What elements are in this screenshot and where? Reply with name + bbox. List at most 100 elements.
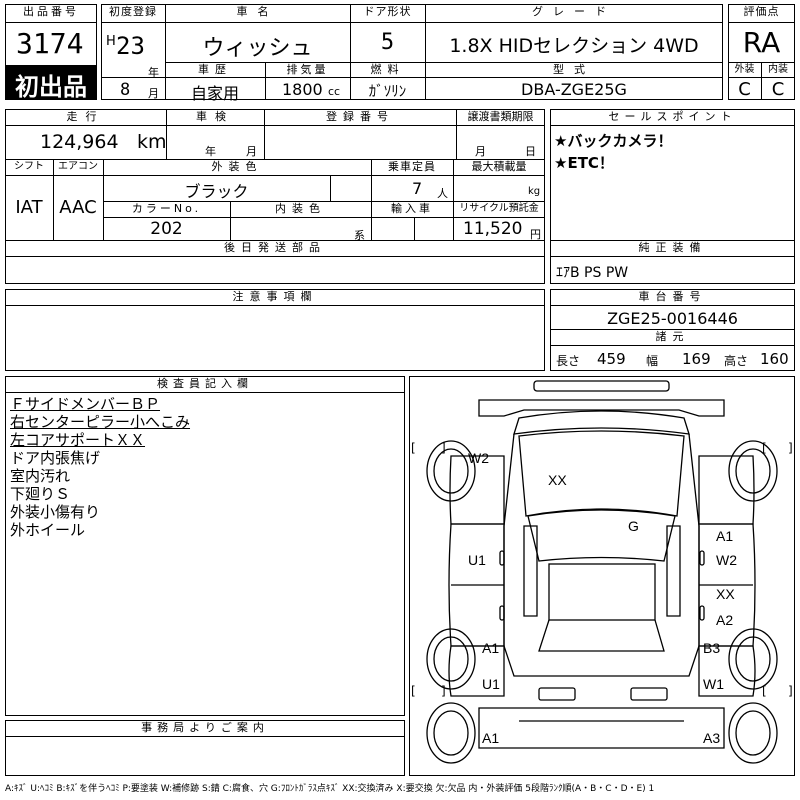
inspector-line-5: 室内汚れ — [10, 467, 71, 485]
chassis-number: ZGE25-0016446 — [607, 309, 738, 328]
mark-bumper-a1: A1 — [482, 730, 500, 746]
fuel: ｶﾞｿﾘﾝ — [368, 82, 407, 100]
mark-rf-w2: W2 — [716, 552, 737, 568]
height-label: 高さ — [724, 354, 749, 368]
inspector-line-3: 左コアサポートＸＸ — [10, 431, 146, 449]
lot-label: 出品番号 — [23, 5, 79, 18]
recycle-label: リサイクル預託金 — [459, 203, 539, 214]
bracket-left-4: ] — [441, 684, 446, 698]
import-label: 輸入車 — [391, 202, 433, 215]
intcolor-label: 内装色 — [275, 202, 326, 215]
transfer-month: 月 — [475, 145, 486, 158]
load-unit: kg — [528, 186, 541, 197]
cc-unit: cc — [328, 85, 341, 98]
shift-label: シフト — [14, 161, 44, 172]
car-name-label: 車名 — [236, 5, 279, 18]
length-label: 長さ — [556, 354, 581, 368]
load-label: 最大積載量 — [471, 160, 527, 173]
color: ブラック — [184, 182, 249, 201]
mark-lr-a1: A1 — [482, 640, 500, 656]
lot-box — [5, 4, 97, 100]
seats-label: 乗車定員 — [388, 160, 436, 173]
exterior-score: C — [738, 79, 751, 100]
notes-label: 注意事項欄 — [232, 290, 318, 303]
inspector-box — [5, 376, 405, 716]
mileage-label: 走行 — [66, 110, 105, 123]
interior-score: C — [771, 79, 785, 100]
length: 459 — [597, 350, 626, 368]
transfer-day: 日 — [525, 145, 536, 158]
legend: A:ｷｽﾞ U:ﾍｺﾐ B:ｷｽﾞを伴うﾍｺﾐ P:要塗装 W:補修跡 S:錆 … — [5, 784, 655, 794]
shift: IAT — [15, 197, 43, 218]
first-reg-label: 初度登録 — [109, 5, 157, 18]
inspector-line-8: 外ホイール — [10, 521, 86, 539]
grade-label: グレード — [532, 5, 616, 18]
inspector-line-4: ドア内張焦げ — [10, 449, 101, 467]
car-name: ウィッシュ — [202, 36, 313, 61]
displacement: 1800 — [282, 80, 323, 99]
inspector-label: 検査員記入欄 — [157, 377, 253, 390]
sales-point-label: セールスポイント — [608, 110, 737, 123]
seats-unit: 人 — [437, 187, 448, 200]
mark-fl-w2: W2 — [468, 450, 489, 466]
mark-bumper-a3: A3 — [703, 730, 721, 746]
bracket-right-4: ] — [788, 684, 793, 698]
bracket-left-3: [ — [411, 684, 416, 698]
lot-number: 3174 — [16, 27, 84, 60]
bracket-right-1: [ — [762, 441, 767, 455]
equipment-box — [550, 240, 795, 284]
inspector-line-6: 下廻りＳ — [10, 485, 71, 503]
bracket-left-2: ] — [441, 441, 446, 455]
office-label: 事務局よりご案内 — [141, 721, 269, 734]
mark-rr-b3: B3 — [703, 640, 721, 656]
ac: AAC — [59, 197, 97, 218]
height: 160 — [760, 350, 789, 368]
mark-glass-g: G — [628, 518, 639, 534]
bracket-left-1: [ — [411, 441, 416, 455]
recycle-value: 11,520 — [463, 219, 523, 239]
interior-label: 内装 — [768, 64, 788, 75]
chassis-label: 車台番号 — [638, 290, 707, 303]
sales-point-2: ★ETC！ — [554, 154, 614, 172]
sales-point-1: ★バックカメラ！ — [554, 132, 673, 150]
first-listing-text: 初出品 — [15, 73, 87, 101]
reg-month: 8 — [120, 80, 131, 100]
car-diagram-box — [409, 376, 795, 776]
notes-box — [5, 289, 545, 371]
reg-year: 23 — [116, 32, 145, 60]
equipment-label: 純正装備 — [638, 241, 707, 254]
later-parts-label: 後日発送部品 — [224, 241, 326, 254]
width: 169 — [682, 350, 711, 368]
colorno-label: カラーNo. — [131, 202, 202, 215]
doors-label: ドア形状 — [363, 5, 412, 18]
displacement-label: 排気量 — [286, 63, 329, 76]
color-label: 外装色 — [211, 160, 263, 173]
mark-hood-xx: XX — [548, 472, 567, 488]
history: 自家用 — [190, 84, 239, 103]
inspector-line-7: 外装小傷有り — [10, 503, 101, 521]
model: DBA-ZGE25G — [521, 80, 627, 99]
mark-lr-u1: U1 — [482, 676, 500, 692]
km-unit: km — [137, 131, 167, 153]
inspector-line-1: ＦサイドメンバーＢＰ — [10, 395, 161, 413]
model-label: 型式 — [553, 63, 595, 76]
ac-label: エアコン — [58, 161, 98, 172]
score: RA — [742, 26, 781, 59]
exterior-label: 外装 — [734, 64, 755, 75]
intcolor-unit: 系 — [354, 229, 365, 242]
year-unit: 年 — [148, 66, 159, 79]
yen-unit: 円 — [530, 228, 541, 241]
mark-rr-w1: W1 — [703, 676, 724, 692]
equipment-value: ｴｱB PS PW — [556, 265, 629, 281]
doors: 5 — [380, 30, 395, 55]
transfer-label: 譲渡書類期限 — [467, 110, 534, 123]
chassis-box — [550, 289, 795, 371]
grade: 1.8X HIDセレクション 4WD — [449, 35, 699, 57]
history-label: 車歴 — [198, 63, 232, 76]
car-diagram — [426, 380, 778, 764]
mark-rf-a1: A1 — [716, 528, 734, 544]
bracket-right-3: [ — [762, 684, 767, 698]
inspector-line-2: 右センターピラー小へこみ — [10, 413, 191, 431]
inspection-year-unit: 年 — [205, 145, 216, 158]
bracket-right-2: ] — [788, 441, 793, 455]
